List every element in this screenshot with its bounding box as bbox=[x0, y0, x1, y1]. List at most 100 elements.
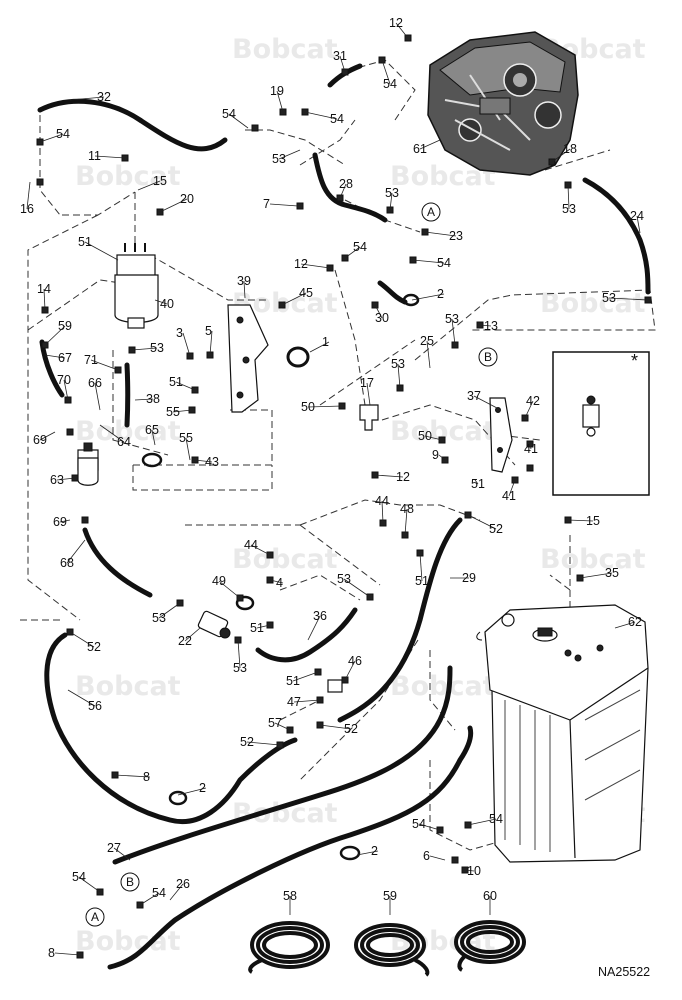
leader-line bbox=[419, 139, 441, 150]
callout-2: 2 bbox=[199, 781, 206, 795]
callout-35: 35 bbox=[605, 566, 619, 580]
leader-line bbox=[397, 363, 401, 389]
svg-text:B: B bbox=[484, 350, 492, 364]
callout-41: 41 bbox=[502, 489, 516, 503]
leader-line bbox=[381, 500, 384, 524]
callout-30: 30 bbox=[375, 311, 389, 325]
fitting bbox=[526, 464, 534, 472]
clamps bbox=[141, 293, 420, 861]
callout-36: 36 bbox=[313, 609, 327, 623]
leader-line bbox=[344, 660, 356, 681]
leader-line bbox=[169, 883, 184, 901]
leader-line bbox=[374, 474, 404, 478]
callout-44: 44 bbox=[375, 494, 389, 508]
callout-2: 2 bbox=[371, 844, 378, 858]
leader-line bbox=[177, 787, 207, 796]
callout-13: 13 bbox=[484, 319, 498, 333]
leader-line bbox=[237, 639, 241, 669]
callout-57: 57 bbox=[268, 716, 282, 730]
leader-line bbox=[269, 203, 299, 207]
leader-line bbox=[473, 395, 498, 409]
callout-3: 3 bbox=[176, 326, 183, 340]
callout-66: 66 bbox=[88, 376, 102, 390]
callout-64: 64 bbox=[117, 435, 131, 449]
watermark: Bobcat bbox=[232, 34, 338, 65]
callout-52: 52 bbox=[87, 640, 101, 654]
leader-line bbox=[158, 602, 181, 619]
leader-line bbox=[131, 347, 158, 351]
watermark: Bobcat bbox=[540, 544, 646, 575]
filter-40 bbox=[114, 243, 159, 329]
fitting bbox=[66, 428, 74, 436]
hose-26 bbox=[107, 725, 474, 970]
leader-line bbox=[139, 892, 160, 906]
leader-line bbox=[218, 580, 241, 599]
leader-line bbox=[194, 459, 213, 463]
callout-51: 51 bbox=[415, 574, 429, 588]
leader-line bbox=[185, 437, 191, 461]
leader-line bbox=[276, 90, 284, 113]
callout-8: 8 bbox=[48, 946, 55, 960]
inset-asterisk: * bbox=[631, 351, 638, 371]
callout-17: 17 bbox=[360, 376, 374, 390]
fitting bbox=[451, 856, 459, 864]
callout-15: 15 bbox=[153, 174, 167, 188]
inset-box: * bbox=[552, 351, 650, 496]
hose-coil-59 bbox=[354, 923, 430, 977]
filter-63 bbox=[77, 442, 99, 486]
leader-line bbox=[184, 627, 201, 642]
callout-6: 6 bbox=[423, 849, 430, 863]
leader-line bbox=[567, 519, 594, 522]
callout-55: 55 bbox=[166, 405, 180, 419]
hose-28 bbox=[312, 152, 388, 223]
leader-line bbox=[69, 631, 95, 648]
leader-line bbox=[182, 332, 191, 357]
callout-54: 54 bbox=[437, 256, 451, 270]
callout-60: 60 bbox=[483, 889, 497, 903]
callout-14: 14 bbox=[37, 282, 51, 296]
hose-27 bbox=[112, 665, 453, 865]
callout-1: 1 bbox=[322, 335, 329, 349]
hose-coil-60 bbox=[454, 920, 526, 972]
callout-51: 51 bbox=[250, 621, 264, 635]
callout-20: 20 bbox=[180, 192, 194, 206]
leader-line bbox=[172, 409, 193, 413]
leader-line bbox=[551, 148, 571, 163]
callout-50: 50 bbox=[418, 429, 432, 443]
leader-line bbox=[66, 539, 86, 564]
callout-67: 67 bbox=[58, 351, 72, 365]
engine-61 bbox=[427, 31, 579, 176]
callout-61: 61 bbox=[413, 142, 427, 156]
leader-line bbox=[343, 578, 371, 598]
hose-32 bbox=[37, 98, 228, 152]
bracket-39 bbox=[227, 304, 269, 413]
watermark: Bobcat bbox=[232, 544, 338, 575]
hose-29 bbox=[337, 517, 463, 723]
leader-line bbox=[467, 818, 497, 826]
callout-69: 69 bbox=[33, 433, 47, 447]
hose-30 bbox=[377, 280, 408, 305]
callout-46: 46 bbox=[348, 654, 362, 668]
leader-line bbox=[426, 340, 431, 369]
leader-line bbox=[281, 292, 307, 306]
callout-50: 50 bbox=[301, 400, 315, 414]
callout-52: 52 bbox=[240, 735, 254, 749]
callout-54: 54 bbox=[489, 812, 503, 826]
watermark: Bobcat bbox=[232, 798, 338, 829]
leader-line bbox=[269, 579, 284, 584]
leader-line bbox=[309, 341, 330, 353]
leader-line bbox=[84, 241, 119, 261]
watermark: Bobcat bbox=[75, 161, 181, 192]
callout-48: 48 bbox=[400, 502, 414, 516]
callout-53: 53 bbox=[385, 186, 399, 200]
tee-17 bbox=[359, 404, 379, 431]
leader-line bbox=[307, 615, 321, 641]
callout-12: 12 bbox=[396, 470, 410, 484]
leader-line bbox=[44, 354, 66, 359]
callout-54: 54 bbox=[330, 112, 344, 126]
leader-line bbox=[419, 552, 423, 582]
callout-62: 62 bbox=[628, 615, 642, 629]
callout-40: 40 bbox=[160, 297, 174, 311]
